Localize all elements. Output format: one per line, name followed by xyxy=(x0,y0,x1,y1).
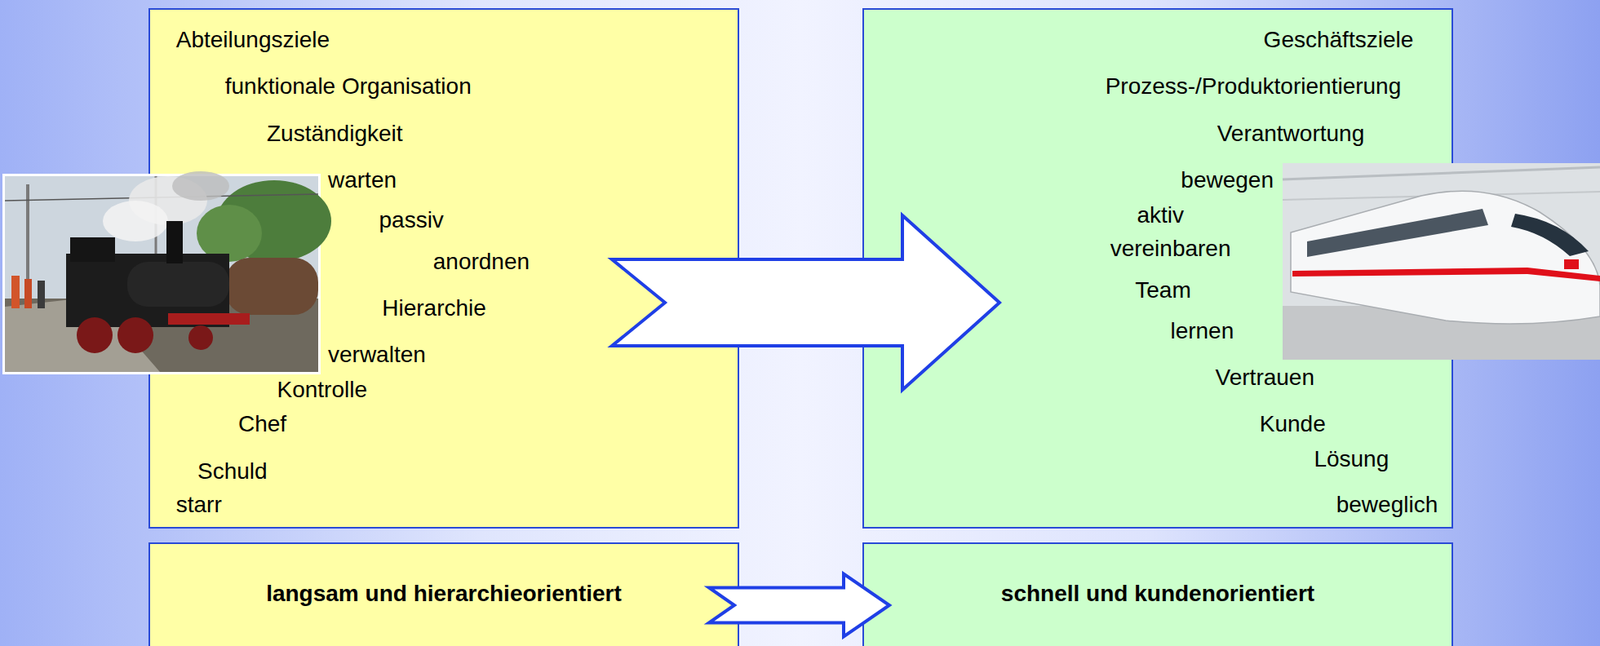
keyword: verwalten xyxy=(327,341,426,368)
keyword: lernen xyxy=(1170,318,1234,344)
text-slot: Geschäftsziele xyxy=(1263,26,1414,54)
box-outline xyxy=(863,543,1453,646)
keyword: anordnen xyxy=(433,248,530,275)
keyword: Zuständigkeit xyxy=(266,120,404,147)
text-slot: Lösung xyxy=(1313,445,1389,472)
business-panel: GeschäftszieleProzess-/Produktorientieru… xyxy=(862,8,1454,529)
block-arrow xyxy=(611,215,1000,391)
logo-mark xyxy=(1564,259,1579,270)
person xyxy=(11,275,20,309)
station-hall xyxy=(1282,163,1600,360)
tank-wagon xyxy=(225,257,319,315)
text-slot: Hierarchie xyxy=(381,294,487,321)
keyword: Schuld xyxy=(197,457,268,484)
keyword: Lösung xyxy=(1313,445,1389,471)
keyword: beweglich xyxy=(1336,491,1439,518)
keyword: Prozess-/Produktorientierung xyxy=(1105,73,1402,99)
text-slot: beweglich xyxy=(1336,491,1439,519)
text-slot: vereinbaren xyxy=(1110,235,1232,262)
summary-text: schnell und kundenorientiert xyxy=(1001,580,1315,608)
text-slot: Vertrauen xyxy=(1215,363,1315,391)
text-slot: Kunde xyxy=(1259,411,1326,438)
locomotive-chimney xyxy=(166,221,183,264)
text-slot: Verantwortung xyxy=(1217,120,1366,147)
text-slot: Zuständigkeit xyxy=(266,120,404,147)
keyword: Team xyxy=(1134,277,1191,303)
keyword: Kontrolle xyxy=(277,376,368,402)
text-slot: starr xyxy=(176,491,222,519)
locomotive-boiler xyxy=(127,261,230,307)
text-slot: anordnen xyxy=(433,248,530,275)
text-slot: passiv xyxy=(379,207,444,234)
wheel xyxy=(76,317,113,354)
department-panel: Abteilungsziele funktionale OrganisationZ… xyxy=(148,8,740,529)
summary-box: schnell und kundenorientiert xyxy=(862,542,1454,646)
summary-box: langsam und hierarchieorientiert xyxy=(148,542,740,646)
wheel xyxy=(117,317,154,354)
keyword: passiv xyxy=(379,207,444,233)
keyword: Verantwortung xyxy=(1217,120,1366,147)
wheel xyxy=(188,325,213,351)
steam xyxy=(172,171,230,201)
person xyxy=(37,280,45,309)
keyword: Geschäftsziele xyxy=(1263,26,1414,53)
train-windows xyxy=(1307,208,1489,258)
keyword: Abteilungsziele xyxy=(176,26,330,53)
person xyxy=(24,279,32,309)
text-slot: Team xyxy=(1134,277,1191,304)
text-slot: warten xyxy=(327,167,397,194)
text-slot: funktionale Organisation xyxy=(225,73,472,100)
text-slot: Kontrolle xyxy=(277,376,368,403)
keyword: Kunde xyxy=(1259,411,1326,437)
trees xyxy=(196,204,262,262)
steam-locomotive-photo xyxy=(2,171,332,375)
text-slot: Schuld xyxy=(197,457,268,484)
keyword: bewegen xyxy=(1180,167,1274,193)
windshield xyxy=(1511,213,1589,257)
text-slot: verwalten xyxy=(327,341,426,368)
ice-train-photo xyxy=(1282,163,1600,360)
text-slot: Chef xyxy=(238,411,287,438)
block-arrow xyxy=(709,574,890,638)
keyword: vereinbaren xyxy=(1110,235,1232,262)
buffer-beam xyxy=(168,313,250,325)
keyword: warten xyxy=(327,167,397,193)
keyword: funktionale Organisation xyxy=(225,73,472,99)
text-slot: bewegen xyxy=(1180,167,1274,194)
keyword: Chef xyxy=(238,411,287,437)
keyword: starr xyxy=(176,491,222,518)
steam xyxy=(102,200,169,242)
summary-text: langsam und hierarchieorientiert xyxy=(265,580,622,608)
keyword: Vertrauen xyxy=(1215,363,1315,390)
text-slot: aktiv xyxy=(1136,202,1184,229)
locomotive-cab xyxy=(70,237,116,262)
text-slot: lernen xyxy=(1170,318,1234,345)
text-slot: Prozess-/Produktorientierung xyxy=(1105,73,1402,100)
keyword: aktiv xyxy=(1136,202,1184,228)
keyword: Hierarchie xyxy=(381,294,487,320)
red-stripe xyxy=(1292,267,1600,282)
train-body xyxy=(1290,190,1600,324)
box-outline xyxy=(149,543,739,646)
ceiling-beam xyxy=(1282,167,1600,180)
text-slot: Abteilungsziele xyxy=(176,26,330,54)
